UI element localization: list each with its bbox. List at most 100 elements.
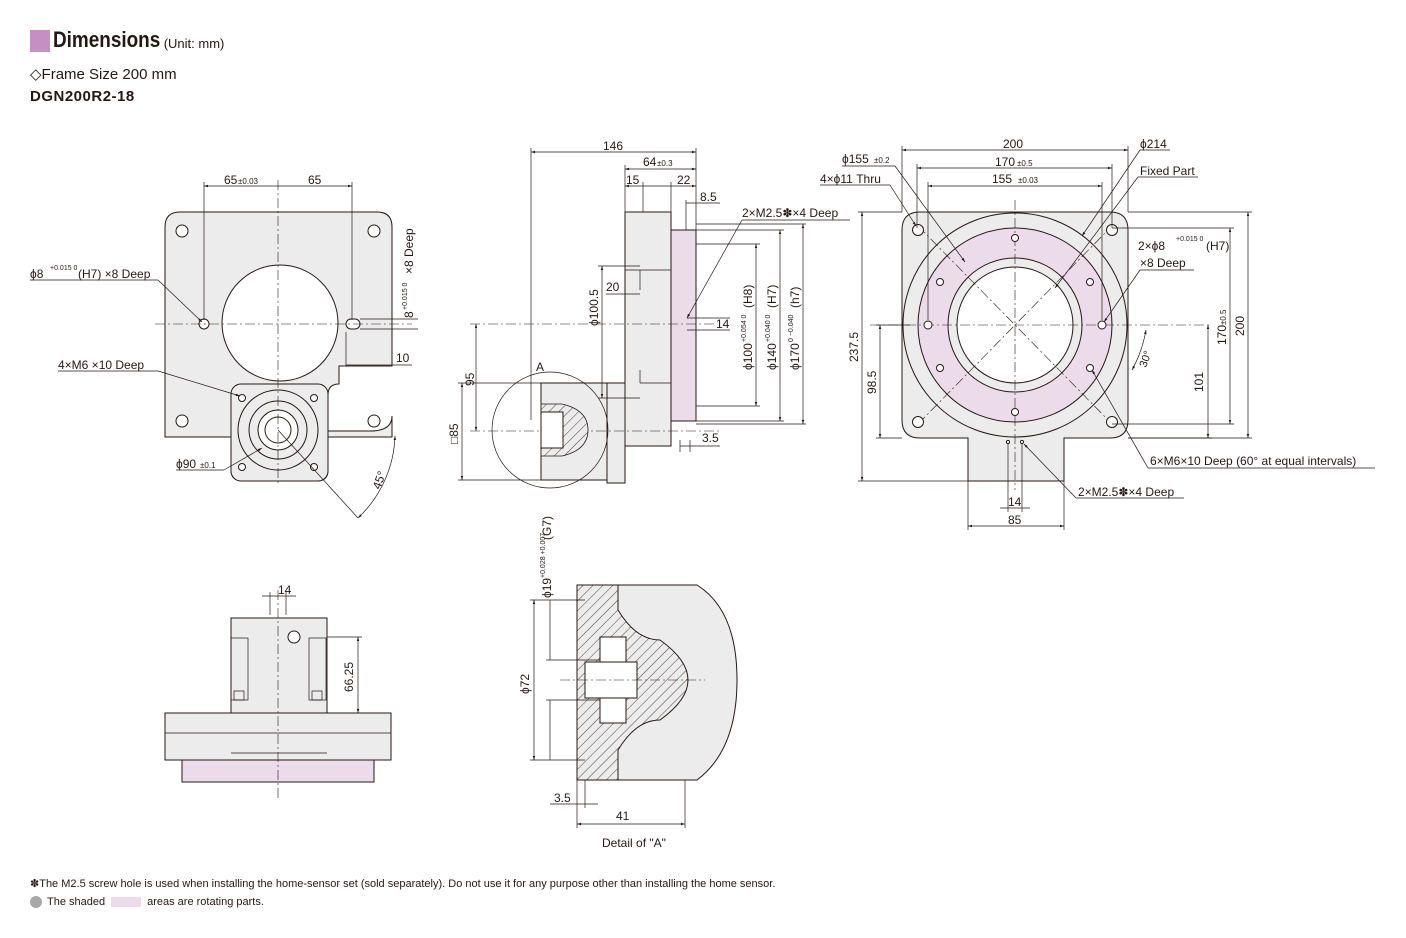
top-m6: 6×M6×10 Deep (60° at equal intervals): [1150, 454, 1356, 468]
bullet-icon: [30, 896, 42, 908]
front-phi8: ϕ8: [30, 267, 44, 281]
front-slot-spec: ×8 Deep: [402, 228, 416, 274]
bottom-dim-66-25: 66.25: [342, 662, 356, 692]
model-number: DGN200R2-18: [30, 88, 135, 105]
top-dim-14: 14: [1008, 495, 1022, 509]
top-m25: 2×M2.5✽×4 Deep: [1078, 485, 1174, 499]
top-phi214: ϕ214: [1140, 137, 1167, 151]
front-dim-10: 10: [396, 351, 410, 365]
side-dim-15: 15: [626, 173, 640, 187]
side-phi100-fit: (H8): [741, 285, 755, 308]
legend-text-after: areas are rotating parts.: [147, 896, 264, 908]
top-dim-155-tol: ±0.03: [1018, 176, 1039, 185]
top-phi155: ϕ155: [842, 152, 869, 166]
front-tol-65: ±0.03: [238, 177, 259, 186]
side-body: [624, 211, 672, 447]
footnote-screw: ✽The M2.5 screw hole is used when instal…: [30, 877, 775, 890]
front-phi8-spec: (H7) ×8 Deep: [78, 267, 151, 281]
top-phi11: 4×ϕ11 Thru: [820, 172, 881, 186]
bottom-sensor-hole: [287, 630, 301, 644]
side-sq85: □85: [447, 423, 461, 444]
side-dim-64: 64: [643, 155, 657, 169]
front-bore: [221, 264, 339, 382]
top-dim-98-5: 98.5: [865, 370, 879, 394]
header-accent-square: [30, 30, 50, 52]
top-dim-237-5: 237.5: [847, 332, 861, 362]
side-phi140-tol: +0.040 0: [765, 314, 772, 342]
front-phi90: ϕ90: [176, 457, 196, 471]
side-phi140-fit: (H7): [765, 285, 779, 308]
detail-a-view: ϕ19 +0.028 +0.007 (G7) ϕ72 3.5 41 Detail…: [518, 516, 738, 850]
detail-caption: Detail of "A": [602, 836, 666, 850]
side-phi170-fit: (h7): [788, 287, 802, 308]
side-dim-22: 22: [677, 173, 691, 187]
detail-a-circle: [491, 371, 609, 489]
top-dim-85: 85: [1008, 513, 1022, 527]
bottom-view: 14 66.25: [164, 583, 392, 800]
side-dim-3-5: 3.5: [702, 431, 719, 445]
page-title: Dimensions: [53, 27, 161, 52]
header: Dimensions (Unit: mm): [30, 28, 224, 52]
side-phi140: ϕ140: [765, 343, 779, 370]
side-dim-95: 95: [463, 372, 477, 386]
footnote-text: The M2.5 screw hole is used when install…: [39, 878, 776, 890]
side-m25: 2×M2.5✽×4 Deep: [742, 206, 838, 220]
side-phi100: ϕ100: [741, 343, 755, 370]
top-fixed-part: Fixed Part: [1140, 164, 1195, 178]
detail-phi19-fit: (G7): [540, 516, 554, 540]
front-corner-holes: [175, 224, 381, 471]
top-dim-155: 155: [992, 172, 1012, 186]
top-dim-170-v: 170: [1215, 325, 1229, 345]
bottom-hub: [230, 617, 328, 714]
front-dim-65-left: 65: [224, 173, 238, 187]
side-tol-64: ±0.3: [657, 159, 673, 168]
top-hole-phi8-fit: (H7): [1206, 239, 1229, 253]
side-phi100-5: ϕ100.5: [587, 289, 601, 326]
top-angle-30: 30°: [1138, 349, 1155, 369]
unit-label: (Unit: mm): [163, 36, 225, 51]
detail-phi19-tol: +0.028 +0.007: [540, 533, 547, 578]
top-phi155-tol: ±0.2: [874, 156, 890, 165]
side-phi170-tol: 0 −0.040: [788, 314, 795, 342]
front-slot-tol: +0.015 0: [402, 282, 409, 310]
side-dim-8-5: 8.5: [700, 190, 717, 204]
top-hole-phi8-tol: +0.015 0: [1176, 236, 1204, 243]
bottom-dim-14: 14: [278, 583, 292, 597]
top-dim-170-v-tol: ±0.5: [1219, 309, 1228, 325]
footnote-legend: The shaded areas are rotating parts.: [30, 896, 264, 908]
front-angle-45: 45°: [370, 469, 389, 491]
side-dim-146: 146: [603, 139, 623, 153]
side-label-a: A: [536, 360, 544, 374]
front-slot-8: 8: [402, 311, 416, 318]
detail-phi72: ϕ72: [518, 674, 532, 694]
frame-size-label: ◇Frame Size 200 mm: [30, 66, 177, 83]
side-phi170: ϕ170: [788, 343, 802, 370]
top-hole-phi8: 2×ϕ8: [1138, 239, 1165, 253]
detail-dim-41: 41: [616, 809, 630, 823]
side-dim-14: 14: [716, 317, 730, 331]
legend-text-before: The shaded: [47, 896, 106, 908]
detail-dim-3-5: 3.5: [554, 791, 571, 805]
side-phi100-tol: +0.054 0: [741, 314, 748, 342]
top-hole-deep: ×8 Deep: [1140, 256, 1186, 270]
front-m6: 4×M6 ×10 Deep: [58, 358, 144, 372]
side-rotating-table: [670, 229, 697, 422]
side-dim-20: 20: [606, 280, 620, 294]
top-dim-200-v: 200: [1233, 316, 1247, 336]
top-dim-200: 200: [1003, 137, 1023, 151]
front-view: 65 ±0.03 65 ϕ8 +0.015 0 (H7) ×8 Deep 8 +…: [30, 173, 418, 519]
top-dim-170: 170: [995, 155, 1015, 169]
top-view: 200 170 ±0.5 155 ±0.03 ϕ155 ±0.2 4×ϕ11 T…: [820, 137, 1375, 530]
top-dim-170-tol: ±0.5: [1017, 159, 1033, 168]
footnote-mark: ✽: [30, 878, 40, 890]
front-phi8-tol: +0.015 0: [50, 265, 78, 272]
top-holes: [912, 224, 1118, 445]
front-dim-65-right: 65: [308, 173, 322, 187]
shaded-swatch: [111, 897, 142, 907]
top-dim-101: 101: [1192, 372, 1206, 392]
side-view: A 146 64 ±0.3 15 22 8.5 2×M2.5✽×4 Deep ϕ…: [447, 139, 850, 489]
front-phi90-tol: ±0.1: [200, 461, 216, 470]
detail-phi19: ϕ19: [540, 578, 554, 598]
side-hub-flange: [606, 382, 626, 484]
